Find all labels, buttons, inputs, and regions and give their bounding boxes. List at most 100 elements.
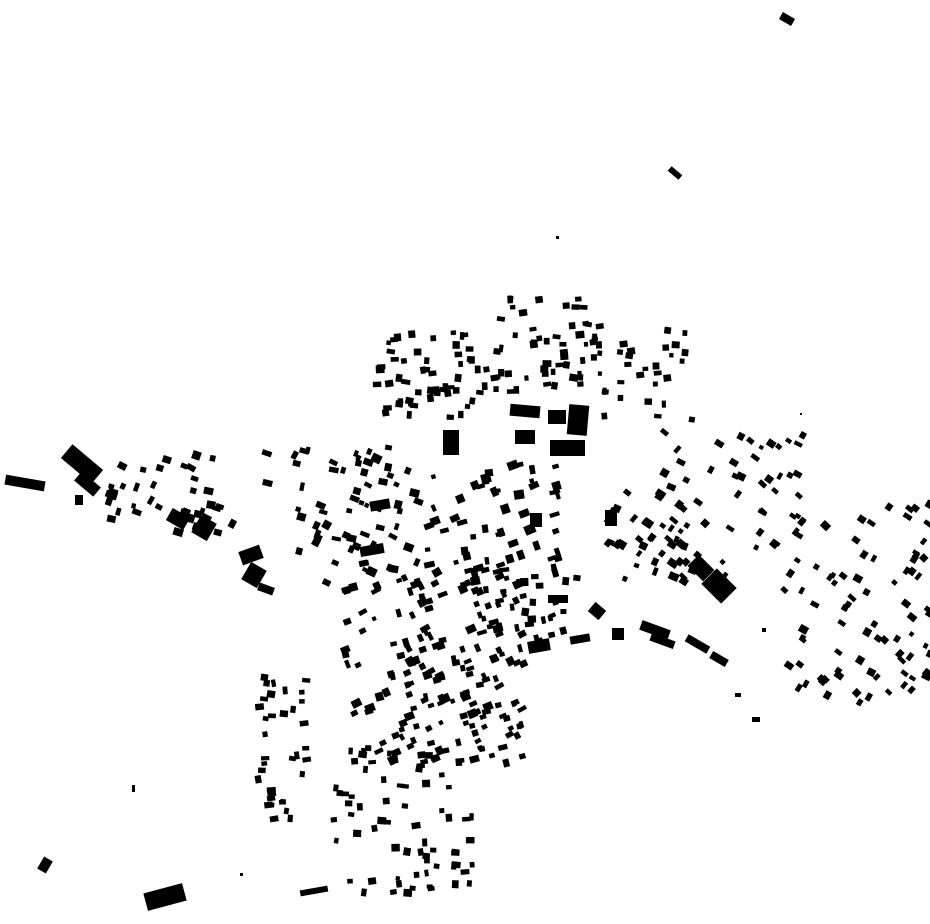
building bbox=[391, 731, 401, 740]
building bbox=[422, 852, 431, 860]
building bbox=[331, 535, 342, 542]
building bbox=[674, 556, 685, 567]
building bbox=[663, 374, 672, 382]
building bbox=[452, 341, 460, 349]
building bbox=[662, 344, 670, 351]
building bbox=[403, 681, 411, 689]
building bbox=[416, 762, 426, 769]
building bbox=[794, 512, 802, 520]
building bbox=[328, 458, 339, 467]
building bbox=[386, 471, 395, 480]
building bbox=[161, 455, 173, 465]
building bbox=[348, 582, 359, 593]
building bbox=[908, 631, 915, 638]
building bbox=[535, 582, 544, 589]
building bbox=[529, 326, 537, 332]
building bbox=[433, 863, 440, 870]
building bbox=[504, 553, 515, 564]
building bbox=[464, 403, 471, 410]
building bbox=[430, 504, 437, 513]
building bbox=[905, 652, 915, 662]
building bbox=[540, 365, 549, 373]
building bbox=[527, 615, 537, 624]
building bbox=[146, 495, 156, 506]
building bbox=[428, 370, 437, 377]
building bbox=[423, 366, 431, 373]
building bbox=[405, 690, 414, 699]
building bbox=[578, 374, 584, 381]
building bbox=[498, 712, 508, 720]
building bbox=[400, 357, 408, 365]
building bbox=[381, 408, 390, 417]
building bbox=[401, 803, 409, 809]
building bbox=[499, 503, 511, 515]
building bbox=[474, 365, 481, 374]
building bbox=[202, 513, 213, 522]
building bbox=[728, 457, 739, 468]
building bbox=[635, 549, 643, 558]
building bbox=[509, 403, 541, 419]
building bbox=[363, 481, 373, 489]
building bbox=[478, 745, 486, 753]
building bbox=[542, 381, 552, 388]
building bbox=[390, 747, 402, 758]
building bbox=[357, 608, 368, 617]
building bbox=[709, 651, 729, 667]
building bbox=[131, 507, 143, 517]
building bbox=[583, 341, 589, 347]
building bbox=[350, 757, 359, 765]
building bbox=[771, 487, 779, 495]
building bbox=[426, 386, 437, 395]
building bbox=[339, 466, 347, 475]
building bbox=[288, 755, 297, 762]
building bbox=[408, 488, 421, 498]
building bbox=[471, 729, 479, 737]
building bbox=[466, 880, 472, 887]
building bbox=[295, 506, 302, 513]
building bbox=[528, 464, 536, 475]
building bbox=[736, 431, 746, 442]
building bbox=[826, 572, 835, 582]
building bbox=[299, 720, 309, 727]
building bbox=[389, 671, 396, 681]
building bbox=[356, 802, 363, 811]
building bbox=[116, 460, 128, 472]
building bbox=[530, 513, 542, 527]
building bbox=[668, 515, 679, 525]
building bbox=[551, 480, 562, 492]
building bbox=[108, 483, 115, 489]
building bbox=[774, 442, 783, 451]
building bbox=[491, 488, 501, 494]
building bbox=[547, 554, 557, 562]
building bbox=[107, 487, 119, 497]
building bbox=[465, 836, 475, 844]
building bbox=[449, 698, 456, 705]
building bbox=[919, 537, 928, 546]
building bbox=[794, 531, 804, 540]
building bbox=[680, 541, 689, 551]
building bbox=[856, 514, 867, 525]
building bbox=[365, 565, 378, 578]
building bbox=[793, 440, 803, 448]
building bbox=[924, 610, 930, 619]
building bbox=[299, 482, 305, 492]
building bbox=[681, 348, 689, 357]
building bbox=[536, 335, 543, 342]
building bbox=[452, 387, 460, 394]
building bbox=[391, 843, 400, 852]
building bbox=[495, 646, 503, 654]
building bbox=[757, 479, 768, 489]
building bbox=[492, 624, 503, 634]
building bbox=[647, 535, 654, 543]
building bbox=[361, 566, 371, 574]
building bbox=[359, 530, 371, 539]
building bbox=[793, 556, 801, 564]
building bbox=[330, 816, 338, 823]
building bbox=[518, 659, 529, 669]
building bbox=[494, 572, 506, 582]
building bbox=[483, 585, 489, 594]
building bbox=[516, 578, 523, 584]
building bbox=[679, 358, 685, 364]
building bbox=[524, 621, 535, 628]
building bbox=[470, 533, 477, 540]
